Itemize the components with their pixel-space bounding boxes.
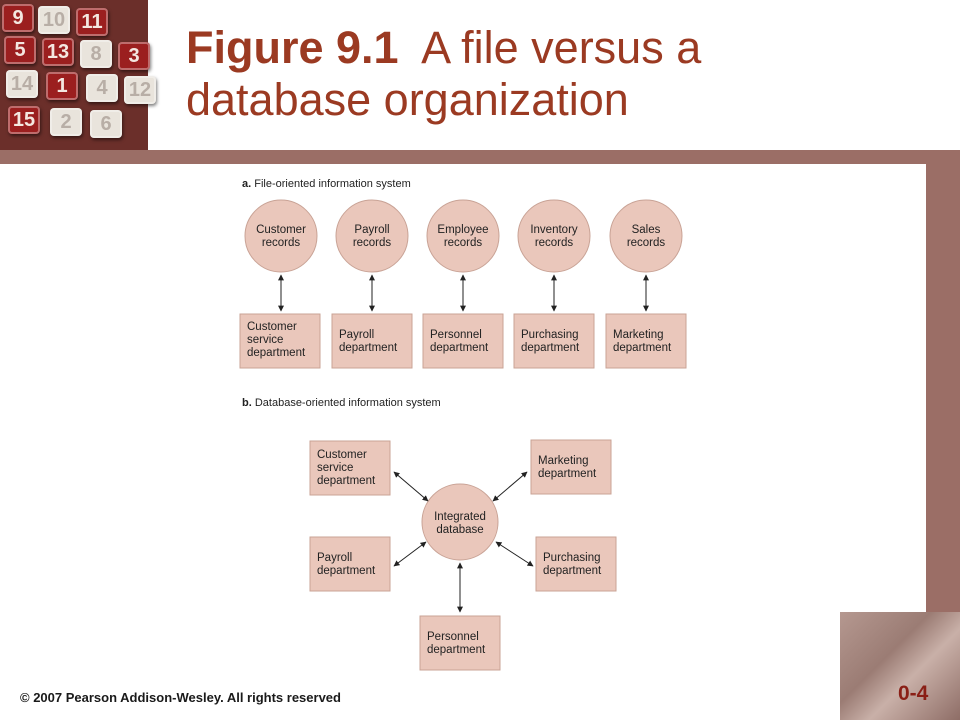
dept-box-customer-service: Customer service department: [239, 313, 321, 369]
record-circle-customer: Customer records: [244, 199, 318, 273]
puzzle-tile: 13: [42, 38, 74, 66]
svg-text:department: department: [543, 565, 602, 577]
svg-text:Personnel: Personnel: [430, 329, 482, 341]
puzzle-tile: 9: [2, 4, 34, 32]
puzzle-tile: 15: [8, 106, 40, 134]
svg-text:Purchasing: Purchasing: [543, 552, 601, 564]
dept-box-marketing: Marketing department: [605, 313, 687, 369]
integrated-database-circle: Integrated database: [421, 483, 499, 561]
svg-text:Marketing: Marketing: [613, 329, 664, 341]
svg-text:Purchasing: Purchasing: [521, 329, 579, 341]
puzzle-tile: 14: [6, 70, 38, 98]
figure-number: Figure 9.1: [186, 22, 399, 73]
dept-box-b-personnel: Personnel department: [419, 615, 501, 671]
puzzle-tile: 6: [90, 110, 122, 138]
dept-box-purchasing: Purchasing department: [513, 313, 595, 369]
dept-box-b-customer-service: Customer service department: [309, 440, 391, 496]
section-b-label: b. Database-oriented information system: [242, 397, 441, 409]
dept-box-b-payroll: Payroll department: [309, 536, 391, 592]
puzzle-tile: 5: [4, 36, 36, 64]
header-band: [0, 150, 960, 164]
record-circle-sales: Sales records: [609, 199, 683, 273]
svg-text:records: records: [262, 237, 301, 249]
title-line-2: database organization: [186, 74, 629, 125]
corner-decoration: [840, 612, 960, 720]
svg-text:Integrated: Integrated: [434, 511, 486, 523]
puzzle-tile: 2: [50, 108, 82, 136]
record-circle-employee: Employee records: [426, 199, 500, 273]
puzzle-tile: 8: [80, 40, 112, 68]
svg-text:Customer: Customer: [317, 449, 367, 461]
slide-title: Figure 9.1 A file versus a database orga…: [186, 22, 701, 126]
svg-text:Customer: Customer: [247, 321, 297, 333]
svg-text:Customer: Customer: [256, 224, 306, 236]
svg-text:department: department: [427, 644, 486, 656]
svg-text:department: department: [521, 342, 580, 354]
svg-text:Personnel: Personnel: [427, 631, 479, 643]
puzzle-tile: 11: [76, 8, 108, 36]
puzzle-tile: 10: [38, 6, 70, 34]
page-number: 0-4: [898, 682, 929, 705]
svg-text:department: department: [538, 468, 597, 480]
dept-box-payroll: Payroll department: [331, 313, 413, 369]
svg-text:department: department: [613, 342, 672, 354]
svg-text:records: records: [444, 237, 483, 249]
svg-text:records: records: [535, 237, 574, 249]
arrow-db-purchasing: [495, 541, 534, 567]
svg-text:Employee: Employee: [437, 224, 488, 236]
svg-text:department: department: [247, 347, 306, 359]
right-border: [926, 150, 960, 615]
svg-text:department: department: [317, 565, 376, 577]
puzzle-tile: 1: [46, 72, 78, 100]
record-circle-inventory: Inventory records: [517, 199, 591, 273]
title-line-1: A file versus a: [421, 22, 702, 73]
svg-text:Sales: Sales: [632, 224, 661, 236]
svg-text:department: department: [317, 475, 376, 487]
puzzle-image: 9 10 11 5 13 8 3 14 1 4 12 15 2 6: [0, 0, 156, 150]
copyright-footer: © 2007 Pearson Addison-Wesley. All right…: [20, 690, 341, 705]
svg-text:Payroll: Payroll: [339, 329, 374, 341]
svg-text:Inventory: Inventory: [530, 224, 578, 236]
dept-box-b-marketing: Marketing department: [530, 439, 612, 495]
arrow-db-marketing: [492, 471, 528, 502]
record-circle-payroll: Payroll records: [335, 199, 409, 273]
svg-text:records: records: [627, 237, 666, 249]
puzzle-tile: 4: [86, 74, 118, 102]
svg-text:Marketing: Marketing: [538, 455, 589, 467]
svg-text:records: records: [353, 237, 392, 249]
arrow-db-payroll: [393, 541, 427, 567]
svg-text:database: database: [436, 524, 483, 536]
puzzle-tile: 3: [118, 42, 150, 70]
svg-text:service: service: [247, 334, 283, 346]
svg-text:service: service: [317, 462, 353, 474]
section-a-label: a. File-oriented information system: [242, 178, 411, 190]
dept-box-personnel: Personnel department: [422, 313, 504, 369]
svg-text:department: department: [339, 342, 398, 354]
dept-box-b-purchasing: Purchasing department: [535, 536, 617, 592]
svg-text:Payroll: Payroll: [317, 552, 352, 564]
svg-text:department: department: [430, 342, 489, 354]
puzzle-tile: 12: [124, 76, 156, 104]
svg-text:Payroll: Payroll: [354, 224, 389, 236]
arrow-db-customer-service: [393, 471, 429, 502]
